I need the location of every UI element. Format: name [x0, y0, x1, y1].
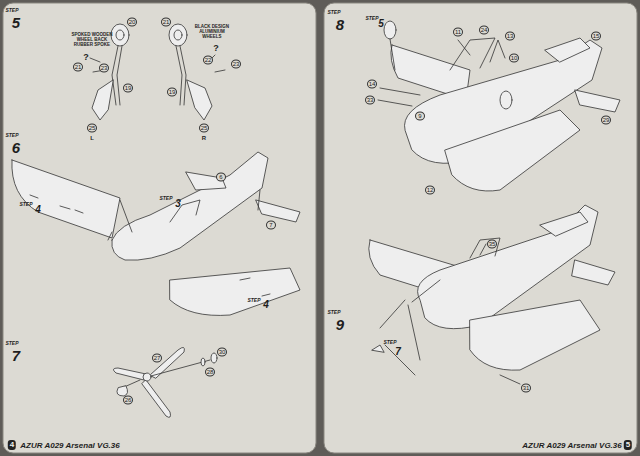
step-reference: 4: [263, 300, 269, 310]
callout-number: 26: [123, 396, 133, 405]
callout-number: 9: [415, 112, 425, 121]
callout-number: 25: [87, 124, 97, 133]
step-number: 5: [12, 15, 20, 30]
step-word: STEP: [247, 298, 260, 303]
callout-number: 6: [216, 173, 226, 182]
step-number: 6: [12, 140, 20, 155]
step-word: STEP: [5, 133, 18, 138]
page-number: 5: [624, 440, 632, 450]
step-reference: 5: [378, 19, 384, 29]
callout-number: 23: [99, 64, 109, 73]
callout-number: 35: [487, 240, 497, 249]
callout-number: 15: [591, 32, 601, 41]
query-mark: ?: [83, 53, 89, 62]
step-word: STEP: [159, 196, 172, 201]
query-mark: ?: [213, 44, 219, 53]
callout-number: 14: [367, 80, 377, 89]
callout-number: 22: [203, 56, 213, 65]
callout-number: 11: [453, 28, 463, 37]
callout-number: 24: [479, 26, 489, 35]
step-number: 9: [336, 317, 344, 332]
callout-number: 25: [199, 124, 209, 133]
side-letter: L: [90, 135, 94, 141]
callout-number: 7: [266, 221, 276, 230]
callout-number: 21: [161, 18, 171, 27]
kit-footer: AZUR A029 Arsenal VG.36: [20, 442, 119, 450]
step-reference: 3: [175, 199, 181, 209]
step-word: STEP: [19, 202, 32, 207]
callout-number: 19: [167, 88, 177, 97]
callout-number: 30: [217, 348, 227, 357]
callout-number: 10: [509, 54, 519, 63]
callout-number: 29: [601, 116, 611, 125]
callout-number: 31: [521, 384, 531, 393]
callout-number: 28: [205, 368, 215, 377]
callout-number: 23: [231, 60, 241, 69]
page-number: 4: [8, 440, 16, 450]
callout-number: 21: [73, 63, 83, 72]
callout-number: 19: [123, 84, 133, 93]
part-note: SPOKED WOODEN WHEEL BACK RUBBER SPOKE: [69, 32, 115, 48]
step-word: STEP: [327, 10, 340, 15]
step-reference: 7: [395, 347, 401, 357]
kit-footer: AZUR A029 Arsenal VG.36: [522, 442, 621, 450]
step-number: 7: [12, 348, 20, 363]
step-word: STEP: [383, 340, 396, 345]
step-reference: 4: [35, 205, 41, 215]
callout-number: 27: [152, 354, 162, 363]
callout-number: 33: [365, 96, 375, 105]
step-word: STEP: [365, 16, 378, 21]
callout-number: 13: [505, 32, 515, 41]
callout-number: 12: [425, 186, 435, 195]
step-word: STEP: [5, 8, 18, 13]
step-number: 8: [336, 17, 344, 32]
side-letter: R: [202, 135, 206, 141]
step-word: STEP: [327, 310, 340, 315]
step-word: STEP: [5, 341, 18, 346]
callout-number: 20: [127, 18, 137, 27]
part-note: BLACK DESIGN ALUMINIUM WHEELS: [189, 24, 235, 40]
